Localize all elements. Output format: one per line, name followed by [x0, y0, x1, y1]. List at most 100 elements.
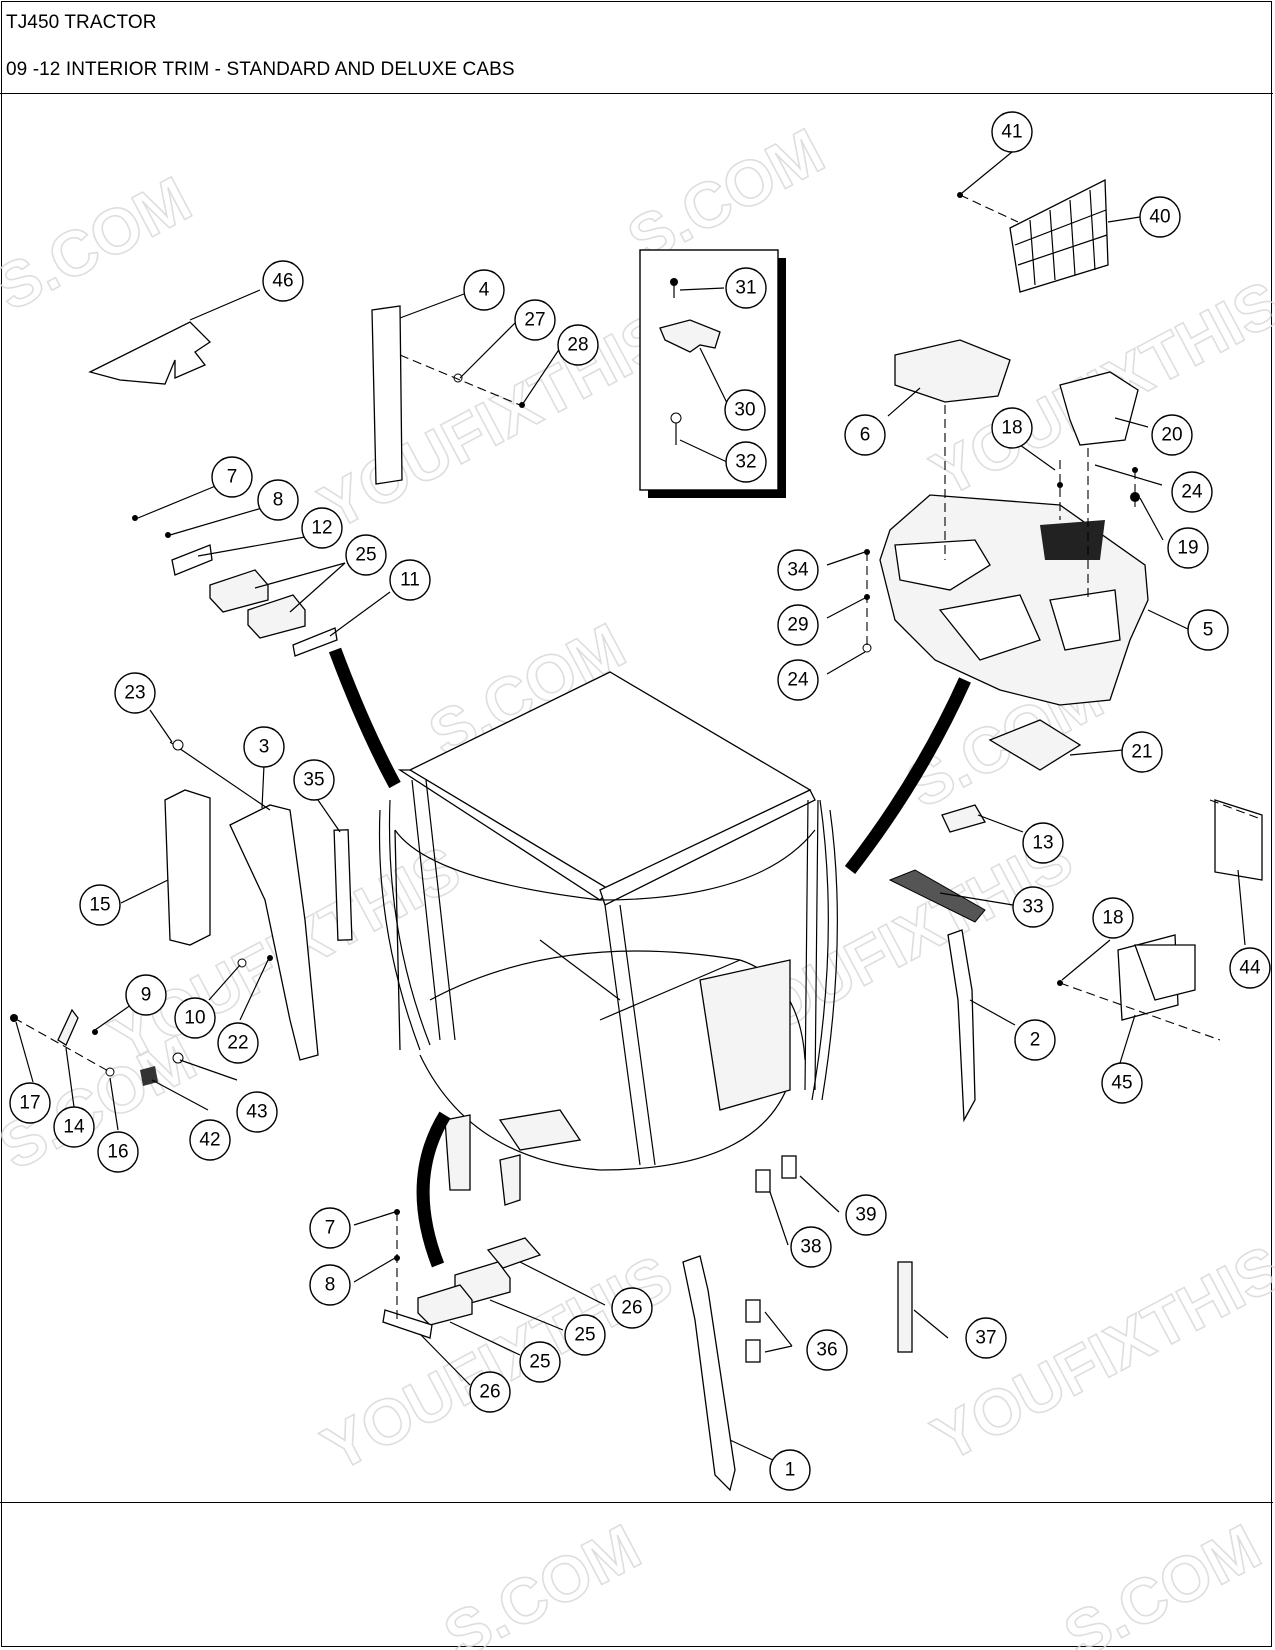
- footer-divider: [0, 1502, 1273, 1503]
- mat-part-21: [988, 719, 1082, 771]
- svg-text:40: 40: [1149, 207, 1170, 228]
- svg-text:18: 18: [1102, 908, 1123, 929]
- callout-46: 46: [262, 260, 304, 302]
- svg-text:18: 18: [1001, 418, 1022, 439]
- watermark-text: S.COM: [1053, 1510, 1272, 1650]
- svg-text:41: 41: [1001, 122, 1022, 143]
- svg-text:39: 39: [855, 1205, 876, 1226]
- bracket-part-11: [292, 627, 338, 657]
- pad-part-13: [941, 804, 986, 833]
- cupholder-part-20: [1059, 371, 1139, 446]
- svg-text:26: 26: [479, 1382, 500, 1403]
- callout-8: 8: [309, 1264, 351, 1306]
- callout-39: 39: [845, 1194, 887, 1236]
- svg-text:1: 1: [785, 1460, 796, 1481]
- callout-15: 15: [79, 884, 121, 926]
- strip-part-37: [897, 1261, 913, 1353]
- callout-26: 26: [469, 1371, 511, 1413]
- svg-text:12: 12: [311, 518, 332, 539]
- svg-text:13: 13: [1032, 833, 1053, 854]
- svg-text:25: 25: [529, 1352, 550, 1373]
- strip-part-35: [333, 829, 353, 941]
- svg-text:24: 24: [787, 670, 809, 691]
- callout-29: 29: [777, 604, 819, 646]
- grille-part-40: [1009, 178, 1109, 293]
- handle-part-14: [57, 1008, 79, 1046]
- callout-37: 37: [965, 1317, 1007, 1359]
- callout-17: 17: [9, 1082, 51, 1124]
- callout-25: 25: [345, 534, 387, 576]
- armrest-part-6: [894, 339, 1011, 403]
- seal-part-33: [888, 869, 986, 923]
- svg-text:24: 24: [1181, 482, 1203, 503]
- svg-text:30: 30: [734, 400, 755, 421]
- svg-text:34: 34: [787, 560, 809, 581]
- svg-text:31: 31: [735, 278, 756, 299]
- svg-text:43: 43: [246, 1102, 267, 1123]
- grille-lines: [1014, 189, 1108, 286]
- svg-text:45: 45: [1111, 1073, 1132, 1094]
- svg-text:4: 4: [479, 280, 490, 301]
- cab-frame: [378, 671, 838, 1206]
- svg-text:5: 5: [1203, 620, 1214, 641]
- callout-41: 41: [991, 111, 1033, 153]
- trim-part-46: [88, 321, 212, 385]
- callout-10: 10: [174, 997, 216, 1039]
- plug-part-43: [172, 1052, 184, 1064]
- svg-text:22: 22: [227, 1033, 248, 1054]
- callout-32: 32: [725, 441, 767, 483]
- callout-21: 21: [1121, 731, 1163, 773]
- connector-arcs: [328, 647, 971, 1268]
- callout-27: 27: [514, 299, 556, 341]
- callout-35: 35: [293, 759, 335, 801]
- callout-6: 6: [844, 414, 886, 456]
- svg-text:3: 3: [259, 737, 270, 758]
- callout-14: 14: [53, 1106, 95, 1148]
- svg-text:8: 8: [325, 1275, 336, 1296]
- bracket-part-12: [171, 544, 213, 576]
- bracket-part-26b: [382, 1309, 433, 1339]
- svg-text:42: 42: [199, 1130, 220, 1151]
- diagram-model-title: TJ450 TRACTOR: [6, 12, 157, 33]
- svg-text:17: 17: [19, 1093, 40, 1114]
- panel-part-15: [164, 789, 211, 946]
- callout-28: 28: [557, 324, 599, 366]
- callout-9: 9: [125, 974, 167, 1016]
- callout-12: 12: [301, 507, 343, 549]
- callout-31: 31: [725, 267, 767, 309]
- callout-5: 5: [1187, 609, 1229, 651]
- callout-34: 34: [777, 549, 819, 591]
- svg-text:36: 36: [816, 1340, 837, 1361]
- header-divider: [0, 93, 1273, 94]
- svg-text:33: 33: [1022, 897, 1043, 918]
- svg-text:38: 38: [800, 1237, 821, 1258]
- svg-text:37: 37: [975, 1328, 996, 1349]
- svg-text:35: 35: [303, 770, 324, 791]
- svg-text:2: 2: [1030, 1030, 1041, 1051]
- svg-text:28: 28: [567, 335, 588, 356]
- callout-16: 16: [97, 1131, 139, 1173]
- diagram-section-title: 09 -12 INTERIOR TRIM - STANDARD AND DELU…: [6, 59, 515, 80]
- callout-18: 18: [1092, 897, 1134, 939]
- callout-20: 20: [1151, 414, 1193, 456]
- callout-4: 4: [463, 269, 505, 311]
- callout-33: 33: [1012, 886, 1054, 928]
- callout-30: 30: [724, 389, 766, 431]
- svg-text:19: 19: [1177, 538, 1198, 559]
- svg-text:9: 9: [141, 985, 152, 1006]
- callout-40: 40: [1139, 196, 1181, 238]
- pillar-trim-part-1: [682, 1255, 736, 1492]
- callout-24: 24: [777, 659, 819, 701]
- callout-13: 13: [1022, 822, 1064, 864]
- svg-text:23: 23: [124, 683, 145, 704]
- pillar-trim-part-3: [229, 804, 319, 1061]
- callout-11: 11: [389, 559, 431, 601]
- callout-7: 7: [211, 456, 253, 498]
- callout-3: 3: [243, 726, 285, 768]
- svg-text:7: 7: [325, 1218, 336, 1239]
- block-part-25d: [417, 1284, 473, 1326]
- callout-18: 18: [991, 407, 1033, 449]
- svg-text:25: 25: [574, 1325, 595, 1346]
